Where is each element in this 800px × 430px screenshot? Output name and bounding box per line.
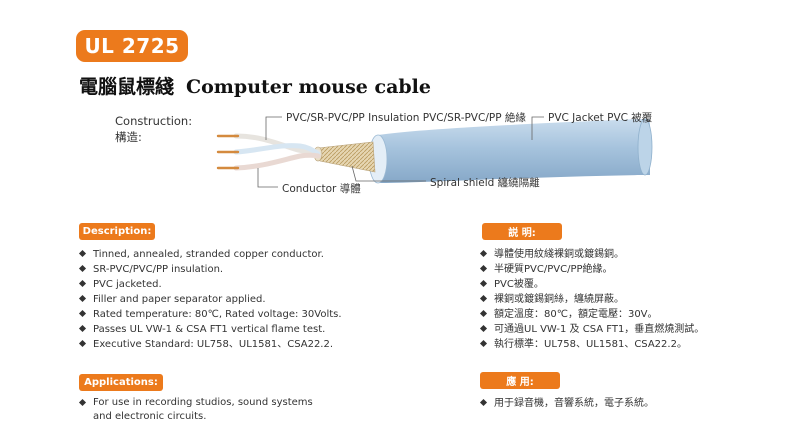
construction-label: Construction: 構造: (115, 113, 192, 145)
product-code-badge: UL 2725 (76, 30, 188, 62)
description-cn-item: PVC被覆。 (480, 277, 780, 292)
description-cn-list: 導體使用紋綫裸銅或鍍錫銅。 半硬質PVC/PVC/PP絶緣。 PVC被覆。 裸銅… (480, 247, 780, 352)
description-tag: Description: (79, 223, 155, 240)
copper-conductor-tips (216, 134, 240, 170)
cable-jacket (368, 118, 653, 184)
description-cn-item: 半硬質PVC/PVC/PP絶緣。 (480, 262, 780, 277)
shield-leader (351, 165, 426, 182)
jacket-leader (531, 116, 544, 140)
applications-tag: Applications: (79, 374, 163, 391)
conductor-leader (257, 168, 278, 188)
page-title: 電腦鼠標綫 Computer mouse cable (79, 72, 431, 99)
conductor-callout: Conductor 導體 (282, 183, 361, 195)
description-cn-item: 執行標準：UL758、UL1581、CSA22.2。 (480, 337, 780, 352)
insulation-leader (265, 116, 282, 140)
insulated-conductors (233, 133, 321, 171)
description-cn-tag: 説 明: (482, 223, 562, 240)
construction-label-en: Construction: (115, 114, 193, 128)
title-chinese: 電腦鼠標綫 (79, 76, 175, 98)
title-english: Computer mouse cable (186, 76, 431, 98)
construction-label-cn: 構造: (115, 130, 142, 144)
description-item: PVC jacketed. (79, 277, 399, 292)
applications-cn-list: 用于録音機，音響系統，電子系統。 (480, 396, 780, 411)
description-list: Tinned, annealed, stranded copper conduc… (79, 247, 399, 352)
applications-item: For use in recording studios, sound syst… (79, 396, 329, 424)
applications-cn-item: 用于録音機，音響系統，電子系統。 (480, 396, 780, 411)
jacket-callout: PVC Jacket PVC 被覆 (548, 112, 653, 124)
description-item: Filler and paper separator applied. (79, 292, 399, 307)
description-cn-item: 可通過UL VW-1 及 CSA FT1，垂直燃燒測試。 (480, 322, 780, 337)
shield-callout: Spiral shield 纏繞隔離 (430, 177, 540, 189)
description-item: SR-PVC/PVC/PP insulation. (79, 262, 399, 277)
description-item: Rated temperature: 80℃, Rated voltage: 3… (79, 307, 399, 322)
spiral-shield (313, 141, 376, 173)
callout-leaders (257, 116, 544, 188)
description-cn-item: 導體使用紋綫裸銅或鍍錫銅。 (480, 247, 780, 262)
description-item: Passes UL VW-1 & CSA FT1 vertical flame … (79, 322, 399, 337)
insulation-callout: PVC/SR-PVC/PP Insulation PVC/SR-PVC/PP 絶… (286, 112, 526, 124)
description-item: Tinned, annealed, stranded copper conduc… (79, 247, 399, 262)
description-cn-item: 額定溫度：80℃，額定電壓：30V。 (480, 307, 780, 322)
description-cn-item: 裸銅或鍍錫銅絲，纏繞屏蔽。 (480, 292, 780, 307)
applications-list: For use in recording studios, sound syst… (79, 396, 329, 424)
description-item: Executive Standard: UL758、UL1581、CSA22.2… (79, 337, 399, 352)
applications-cn-tag: 應 用: (480, 372, 560, 389)
